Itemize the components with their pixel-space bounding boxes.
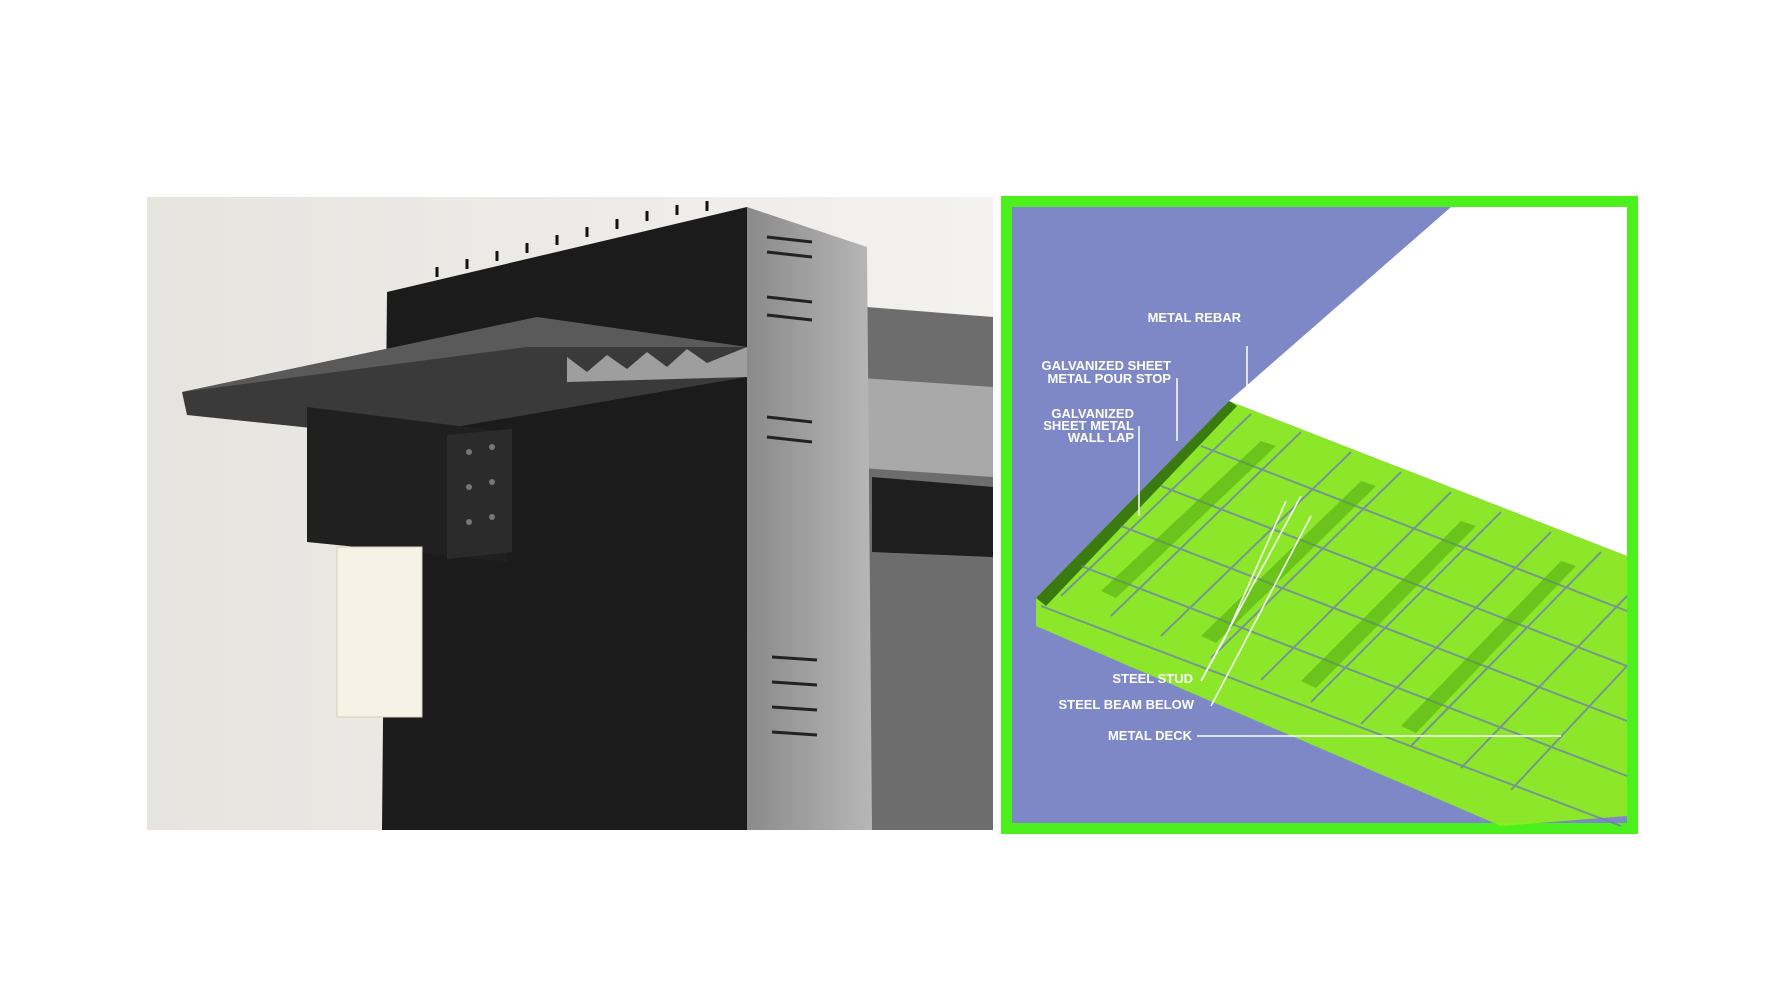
label-metal-rebar: METAL REBAR (1148, 310, 1242, 325)
back-beam (872, 477, 993, 557)
leader-lines (1138, 346, 1561, 737)
back-slab (847, 377, 993, 477)
rebar-grid (1040, 413, 1628, 827)
label-wall-lap-line3: WALL LAP (1068, 430, 1135, 445)
deck-ribs (1101, 441, 1576, 733)
label-steel-stud: STEEL STUD (1112, 671, 1193, 686)
label-wall-lap-line1: GALVANIZED (1051, 406, 1134, 421)
column-side-face (747, 207, 872, 830)
bolt-holes (466, 444, 495, 525)
white-wedge (1229, 207, 1627, 556)
label-metal-deck: METAL DECK (1108, 728, 1193, 743)
model-photo-illustration (147, 197, 993, 830)
label-pour-stop-line2: METAL POUR STOP (1047, 371, 1171, 386)
white-stud (336, 546, 423, 718)
label-steel-beam-below: STEEL BEAM BELOW (1058, 697, 1194, 712)
rebar-stubs-top (435, 201, 709, 277)
deck-profile (567, 347, 747, 382)
deck-diagram: METAL REBAR GALVANIZED SHEET METAL POUR … (1001, 196, 1638, 834)
deck-diagram-svg: METAL REBAR GALVANIZED SHEET METAL POUR … (1001, 196, 1638, 834)
pour-stop-edge (1036, 401, 1237, 606)
label-wall-lap-line2: SHEET METAL (1043, 418, 1134, 433)
model-photo (147, 197, 993, 830)
label-pour-stop-line1: GALVANIZED SHEET (1041, 358, 1171, 373)
rebar-stubs-side (766, 235, 818, 737)
